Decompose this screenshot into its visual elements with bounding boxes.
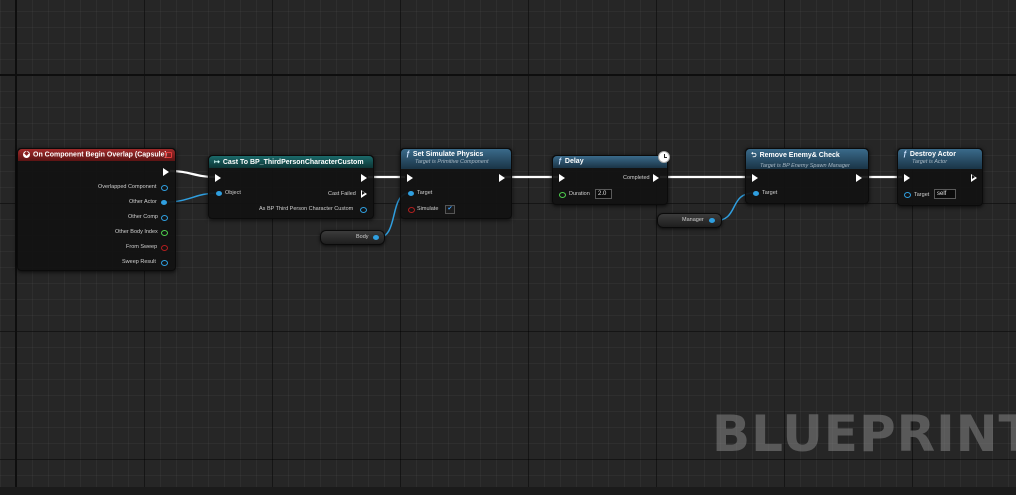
pin-target[interactable]	[904, 192, 911, 198]
pin-other-comp[interactable]	[161, 215, 168, 221]
node-header: ⮌Remove Enemy& Check Target is BP Enemy …	[746, 149, 868, 169]
function-icon: ƒ	[558, 158, 562, 165]
pin-object[interactable]	[216, 191, 222, 196]
pin-label-other-body-index: Other Body Index	[115, 229, 158, 235]
pin-duration[interactable]	[559, 192, 566, 198]
node-subtitle: Target is BP Enemy Spawn Manager	[760, 163, 850, 169]
pin-label-overlapped-component: Overlapped Component	[98, 184, 157, 190]
graph-origin-vertical-line	[15, 0, 17, 495]
pin-target[interactable]	[753, 191, 759, 196]
cast-node[interactable]: ↦Cast To BP_ThirdPersonCharacterCustom O…	[208, 155, 374, 219]
variable-label: Body	[356, 234, 369, 240]
pin-label-simulate: Simulate	[417, 206, 439, 212]
pin-label-other-actor: Other Actor	[129, 199, 157, 205]
exec-in-pin[interactable]	[752, 174, 758, 182]
pin-label-duration: Duration	[569, 191, 590, 197]
pin-label-as-character: As BP Third Person Character Custom	[259, 206, 354, 212]
pin-label-target: Target	[417, 190, 433, 196]
exec-in-pin[interactable]	[407, 174, 413, 182]
clock-icon	[658, 151, 670, 163]
exec-out-cast-failed-pin[interactable]	[361, 190, 367, 198]
blueprint-watermark: BLUEPRINT	[712, 405, 1016, 463]
function-icon: ƒ	[903, 151, 907, 158]
pin-label-target: Target	[762, 190, 778, 196]
exec-in-pin[interactable]	[904, 174, 910, 182]
variable-body[interactable]: Body	[320, 230, 385, 245]
variable-manager[interactable]: Manager	[657, 213, 722, 228]
node-header: ↦Cast To BP_ThirdPersonCharacterCustom	[209, 156, 373, 168]
exec-out-pin[interactable]	[163, 168, 169, 176]
cast-icon: ↦	[214, 159, 220, 166]
target-self-input[interactable]: self	[934, 189, 956, 199]
node-title: Destroy Actor	[909, 151, 956, 158]
node-title: Delay	[564, 158, 584, 165]
pin-other-body-index[interactable]	[161, 230, 168, 236]
pin-label-sweep-result: Sweep Result	[122, 259, 156, 265]
exec-out-pin[interactable]	[971, 174, 977, 182]
exec-out-pin[interactable]	[499, 174, 505, 182]
node-header: ◆On Component Begin Overlap (Capsule)	[18, 149, 175, 161]
back-arrow-icon: ⮌	[751, 152, 757, 159]
node-subtitle: Target is Actor	[912, 159, 948, 165]
exec-out-pin[interactable]	[856, 174, 862, 182]
node-title: Remove Enemy& Check	[759, 152, 840, 159]
pin-label-completed: Completed	[623, 175, 650, 181]
exec-in-pin[interactable]	[559, 174, 565, 182]
bottom-edge-bar	[0, 487, 1016, 495]
event-icon: ◆	[23, 151, 30, 158]
simulate-checkbox[interactable]: ✔	[445, 205, 455, 214]
pin-other-actor[interactable]	[161, 200, 167, 205]
pin-as-character[interactable]	[360, 207, 367, 213]
exec-out-pin[interactable]	[361, 174, 367, 182]
pin-from-sweep[interactable]	[161, 245, 168, 251]
pin-overlapped-component[interactable]	[161, 185, 168, 191]
function-icon: ƒ	[406, 151, 410, 158]
node-title: Set Simulate Physics	[412, 151, 484, 158]
event-node-begin-overlap[interactable]: ◆On Component Begin Overlap (Capsule) Ov…	[17, 148, 176, 271]
graph-origin-horizontal-line	[0, 74, 1016, 76]
node-subtitle: Target is Primitive Component	[415, 159, 489, 165]
event-delegate-pin[interactable]	[165, 152, 172, 158]
pin-simulate[interactable]	[408, 207, 415, 213]
pin-target[interactable]	[408, 191, 414, 196]
pin-label-target: Target	[914, 192, 930, 198]
duration-input[interactable]: 2.0	[595, 189, 612, 199]
pin-label-object: Object	[225, 190, 241, 196]
pin-sweep-result[interactable]	[161, 260, 168, 266]
node-title: Cast To BP_ThirdPersonCharacterCustom	[222, 159, 364, 166]
pin-body-out[interactable]	[373, 235, 379, 240]
node-title: On Component Begin Overlap (Capsule)	[33, 151, 167, 159]
pin-manager-out[interactable]	[709, 218, 715, 223]
exec-in-pin[interactable]	[215, 174, 221, 182]
function-node-remove-enemy-check[interactable]: ⮌Remove Enemy& Check Target is BP Enemy …	[745, 148, 869, 204]
exec-out-completed-pin[interactable]	[653, 174, 659, 182]
pin-label-cast-failed: Cast Failed	[328, 191, 356, 197]
pin-label-from-sweep: From Sweep	[126, 244, 158, 250]
variable-label: Manager	[682, 217, 704, 223]
pin-label-other-comp: Other Comp	[128, 214, 158, 220]
